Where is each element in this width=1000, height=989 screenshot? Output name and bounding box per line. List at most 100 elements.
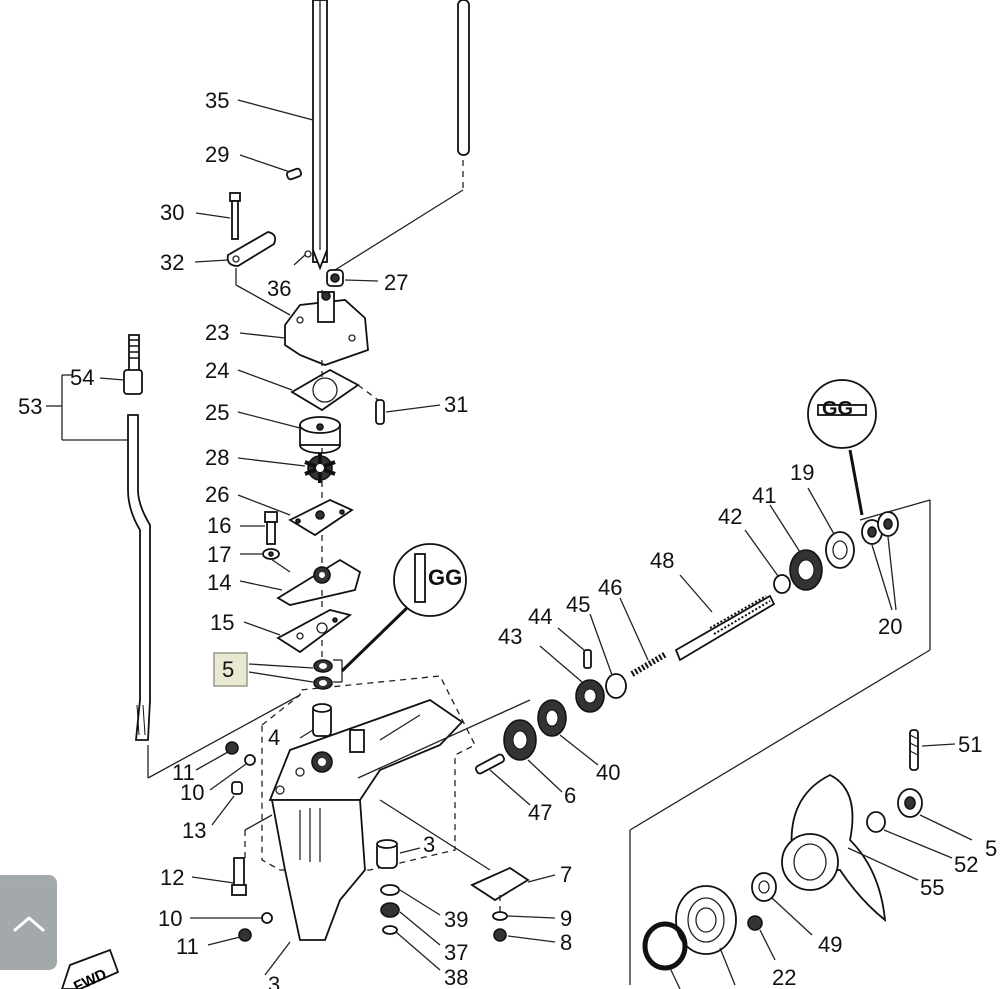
drive-shaft-35 xyxy=(312,0,328,271)
sleeve-4 xyxy=(312,703,332,737)
label-3b: 3 xyxy=(268,972,280,989)
bolt-12 xyxy=(231,857,247,896)
label-54: 54 xyxy=(70,365,94,390)
label-27: 27 xyxy=(384,270,408,295)
label-26: 26 xyxy=(205,482,229,507)
housing-14 xyxy=(276,558,362,606)
lower-case xyxy=(268,698,464,941)
gear-41 xyxy=(789,549,823,591)
label-25: 25 xyxy=(205,400,229,425)
label-4: 4 xyxy=(268,725,280,750)
label-6: 6 xyxy=(564,783,576,808)
propeller-55 xyxy=(781,773,887,923)
label-36: 36 xyxy=(267,276,291,301)
label-52: 52 xyxy=(954,852,978,877)
label-37: 37 xyxy=(444,940,468,965)
bolt-11b xyxy=(238,928,252,942)
plug-13 xyxy=(231,781,243,795)
label-9: 9 xyxy=(560,906,572,931)
propeller-shaft-48 xyxy=(674,594,776,662)
label-8: 8 xyxy=(560,930,572,955)
gear-40 xyxy=(537,699,567,737)
pin-47 xyxy=(475,753,505,775)
bolt-16 xyxy=(264,511,278,545)
label-31: 31 xyxy=(444,392,468,417)
label-10a: 10 xyxy=(180,780,204,805)
gasket-24 xyxy=(290,368,360,412)
chevron-up-icon xyxy=(13,916,44,931)
label-53: 53 xyxy=(18,394,42,419)
grease-symbol: GG xyxy=(428,565,462,590)
pin-51 xyxy=(909,729,919,771)
label-13: 13 xyxy=(182,818,206,843)
water-pump-housing-23 xyxy=(284,291,369,366)
label-14: 14 xyxy=(207,570,231,595)
label-22: 22 xyxy=(772,965,796,989)
part-3 xyxy=(376,839,398,869)
plate-32 xyxy=(226,231,277,267)
label-32: 32 xyxy=(160,250,184,275)
clutch-43 xyxy=(575,679,605,713)
gear-6 xyxy=(503,719,537,761)
label-19: 19 xyxy=(790,460,814,485)
impeller-28 xyxy=(304,453,336,483)
label-45: 45 xyxy=(566,592,590,617)
label-39: 39 xyxy=(444,907,468,932)
ring-45 xyxy=(605,673,627,699)
part-7 xyxy=(470,866,530,902)
label-23: 23 xyxy=(205,320,229,345)
washer-39 xyxy=(380,884,400,896)
scroll-to-top-button[interactable] xyxy=(0,875,57,970)
pin-29 xyxy=(285,167,303,181)
grease-symbol-right: GG xyxy=(822,398,853,420)
grease-callout-right: GG xyxy=(807,379,877,449)
washer-9 xyxy=(492,911,508,921)
label-5[interactable]: 5 xyxy=(222,657,234,682)
washer-52 xyxy=(866,811,886,833)
pin-44 xyxy=(583,649,592,669)
fwd-arrow: FWD xyxy=(61,948,120,989)
label-30: 30 xyxy=(160,200,184,225)
label-3a: 3 xyxy=(423,832,435,857)
label-28: 28 xyxy=(205,445,229,470)
label-15: 15 xyxy=(210,610,234,635)
part-27 xyxy=(326,269,344,287)
label-55: 55 xyxy=(920,875,944,900)
label-11b: 11 xyxy=(176,934,199,959)
label-41: 41 xyxy=(752,483,776,508)
label-12: 12 xyxy=(160,865,184,890)
bearing-housing xyxy=(675,885,737,955)
label-20: 20 xyxy=(878,614,902,639)
plate-15 xyxy=(276,609,353,654)
label-7: 7 xyxy=(560,862,572,887)
label-46: 46 xyxy=(598,575,622,600)
washer-42 xyxy=(773,574,791,594)
washer-17 xyxy=(262,548,280,560)
label-11a: 11 xyxy=(172,760,195,785)
shift-rod xyxy=(457,0,470,156)
label-38: 38 xyxy=(444,965,468,989)
nut-5 xyxy=(897,788,923,818)
label-40: 40 xyxy=(596,760,620,785)
shift-rod-53 xyxy=(123,334,151,741)
label-47: 47 xyxy=(528,800,552,825)
spring-46 xyxy=(630,651,668,677)
label-44: 44 xyxy=(528,604,552,629)
label-43: 43 xyxy=(498,624,522,649)
label-17: 17 xyxy=(207,542,231,567)
label-35: 35 xyxy=(205,88,229,113)
bolt-30 xyxy=(229,192,241,240)
part-5-highlight[interactable] xyxy=(213,652,248,687)
bolt-8 xyxy=(493,928,507,942)
label-49: 49 xyxy=(818,932,842,957)
label-42: 42 xyxy=(718,504,742,529)
seal-37 xyxy=(380,902,400,918)
label-5-prop: 5 xyxy=(985,836,997,861)
washer-10b xyxy=(261,912,273,924)
label-10b: 10 xyxy=(158,906,182,931)
o-ring xyxy=(642,921,688,971)
bolt-22 xyxy=(747,915,763,931)
insert-cartridge-25 xyxy=(299,416,341,454)
bolt-11a xyxy=(225,741,239,755)
